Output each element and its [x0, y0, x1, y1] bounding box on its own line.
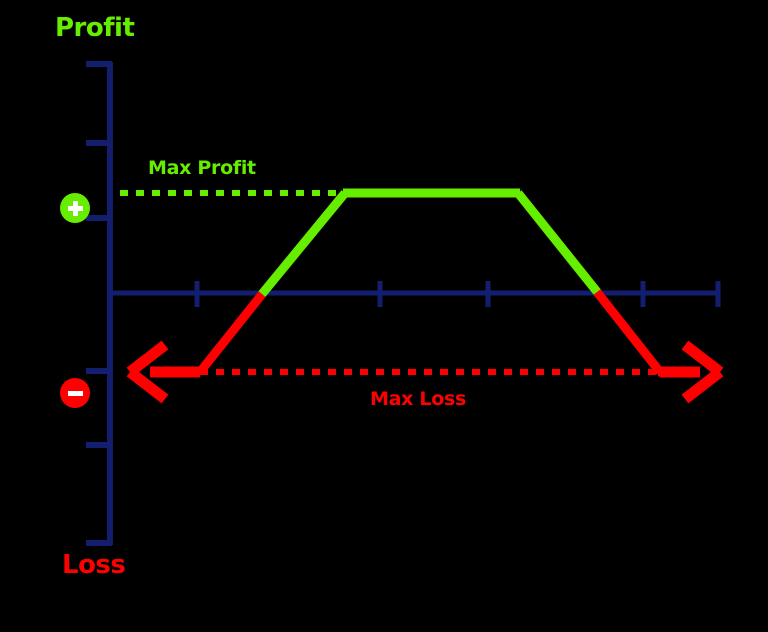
left-arrow-head — [126, 340, 169, 404]
right-arrow-head — [681, 340, 724, 404]
right-extent-arrow — [660, 340, 724, 404]
minus-icon — [67, 390, 83, 396]
loss-negative-badge — [60, 378, 90, 408]
payoff-segment-right-fall-profit — [514, 190, 602, 296]
left-extent-arrow — [126, 340, 200, 404]
profit-positive-badge — [60, 193, 90, 223]
y-axis-positive-title: Profit — [55, 13, 135, 43]
payoff-segment-left-rise-loss — [196, 290, 267, 375]
payoff-curve — [162, 188, 692, 377]
plus-icon — [67, 200, 83, 216]
x-axis-group — [107, 281, 721, 307]
payoff-segment-left-rise-profit — [258, 190, 349, 297]
payoff-segment-right-fall-loss — [593, 289, 664, 375]
max-loss-label: Max Loss — [370, 388, 466, 410]
y-axis-group — [86, 61, 113, 546]
max-profit-label: Max Profit — [148, 157, 256, 179]
y-axis-negative-title: Loss — [62, 550, 126, 580]
